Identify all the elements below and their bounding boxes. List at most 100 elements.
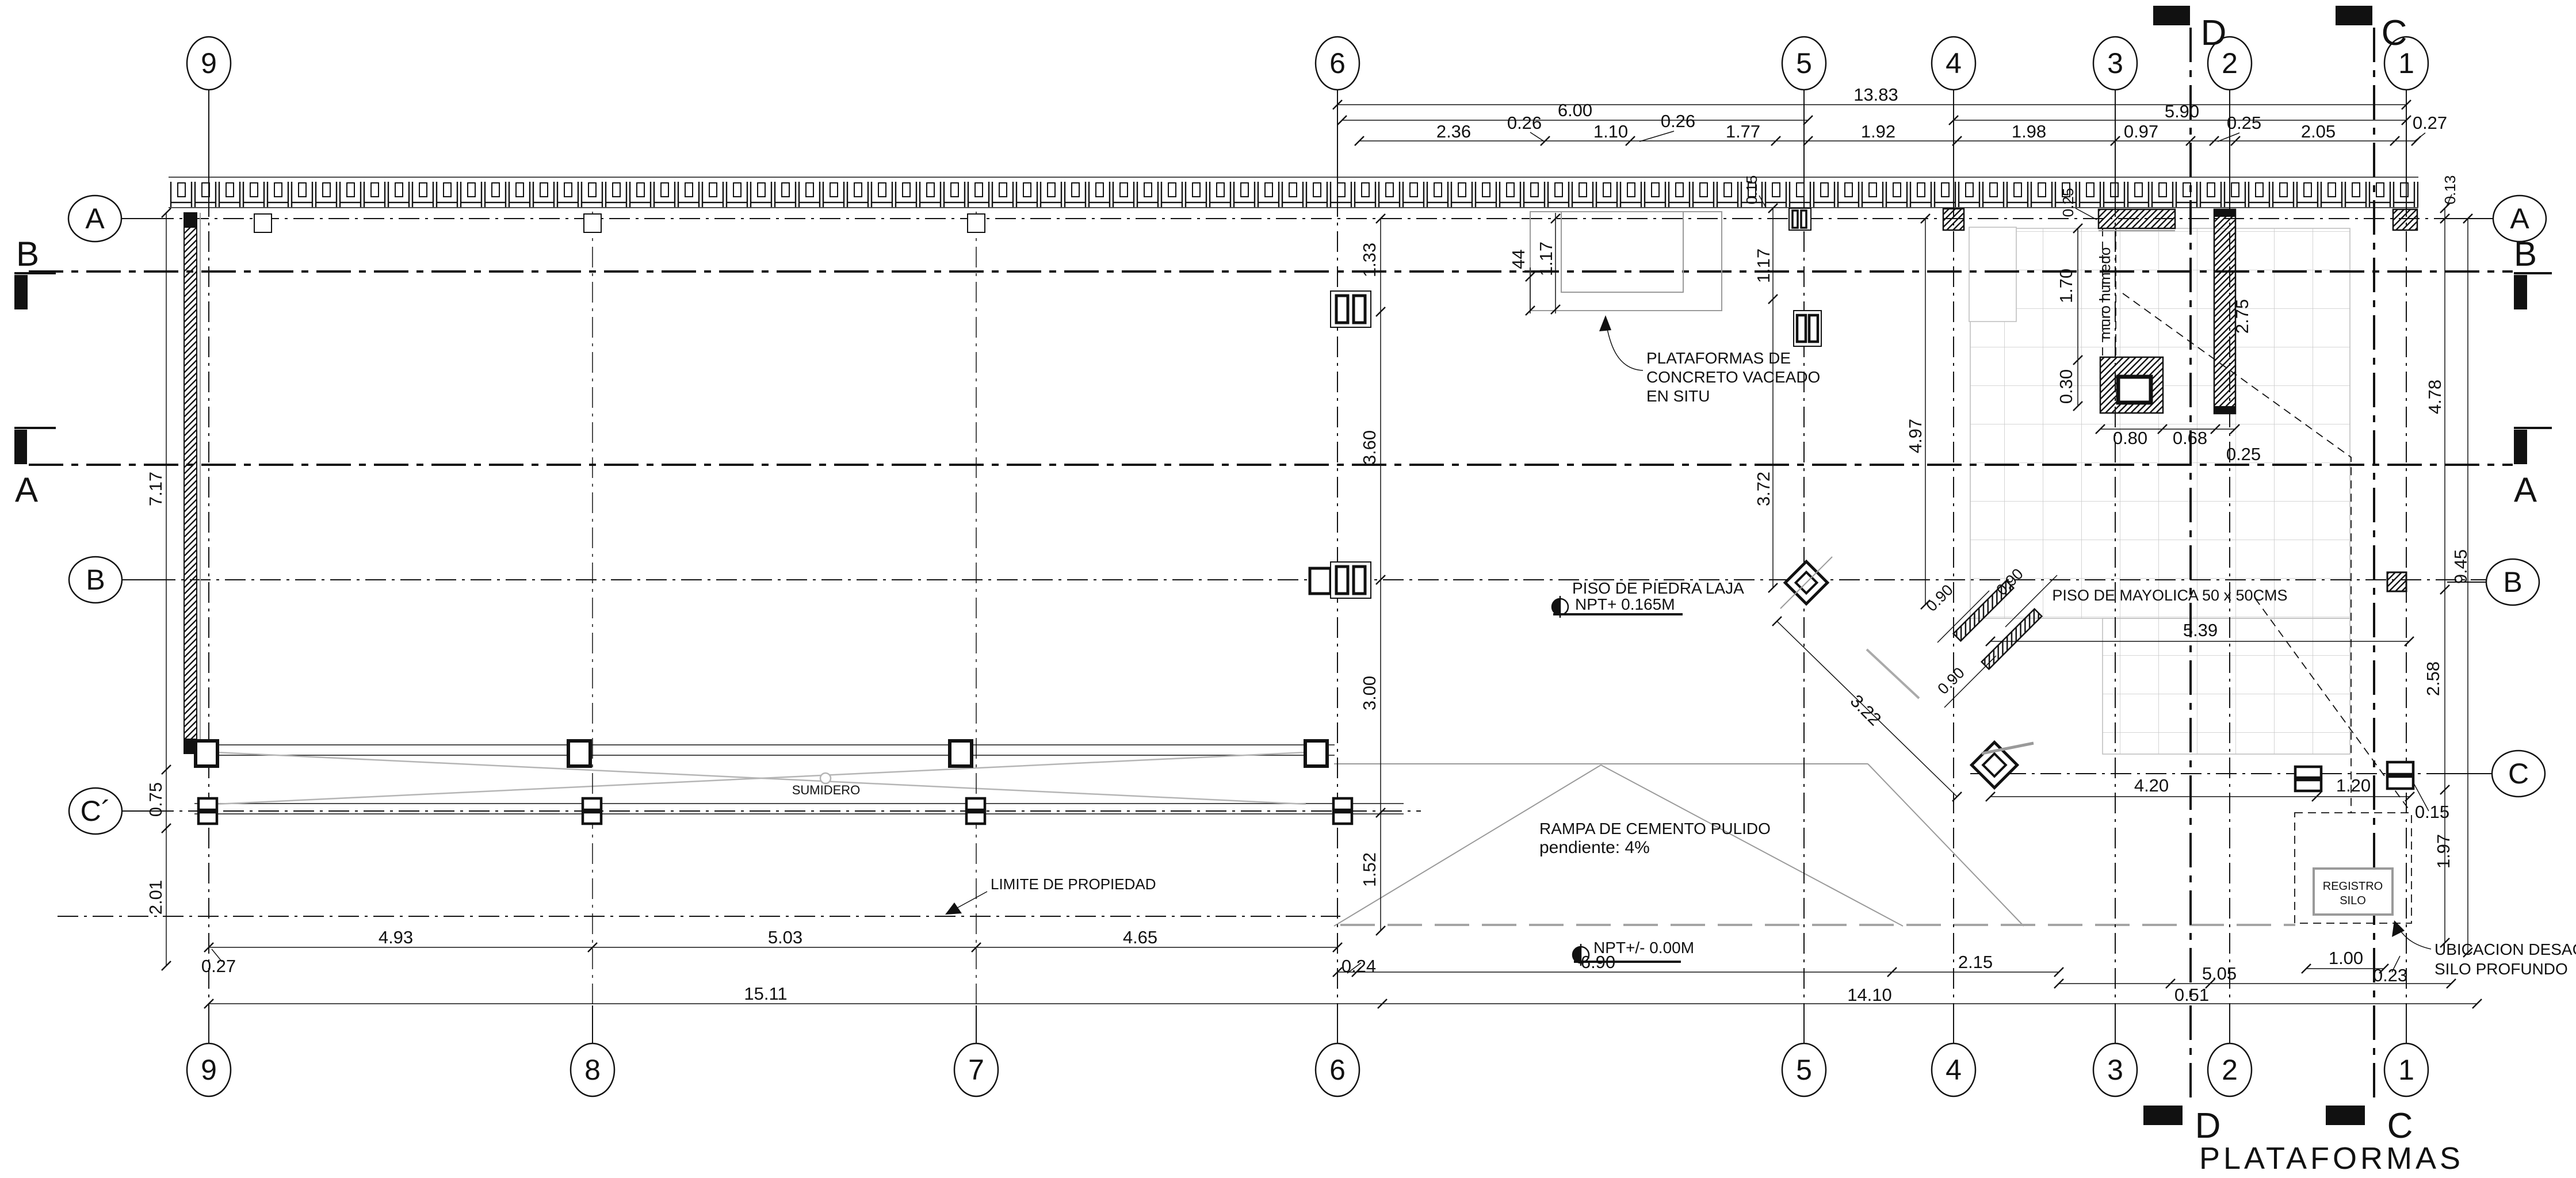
grid-bubble-left-A: A	[67, 194, 168, 243]
dim-label-45: 1.97	[2433, 834, 2453, 869]
dim-label-20: 1.33	[1359, 243, 1379, 277]
section-flag-b-left	[14, 272, 56, 309]
svg-text:2: 2	[2222, 47, 2238, 79]
dim-label-18: 0.75	[146, 782, 166, 817]
dim-label-56: 2.15	[1958, 952, 1993, 972]
dim-label-40: 0.90	[1934, 664, 1967, 697]
svg-text:6: 6	[1329, 47, 1346, 79]
section-flags	[14, 6, 2552, 1125]
level-marker-piedra-laja	[1551, 596, 1683, 618]
svg-text:5: 5	[1796, 1054, 1812, 1086]
dim-label-41: 3.22	[1847, 691, 1885, 729]
dim-label-26: 1.17	[1753, 248, 1774, 283]
annotation-piso-mayolica: PISO DE MAYOLICA 50 x 50CMS	[2052, 587, 2287, 604]
dim-label-49: 4.93	[379, 927, 413, 947]
dim-label-57: 14.10	[1847, 985, 1892, 1005]
annotation-muro-humedo: muro humedo	[2096, 247, 2113, 339]
walls-columns	[184, 208, 2418, 825]
svg-text:1: 1	[2398, 47, 2414, 79]
svg-text:9: 9	[201, 47, 217, 79]
dim-label-12: 2.05	[2301, 121, 2336, 141]
dim-label-22: 3.00	[1359, 676, 1379, 710]
svg-text:3: 3	[2107, 1054, 2123, 1086]
column-with-hole	[2099, 356, 2164, 414]
grid-bubble-bottom-8: 8	[570, 1005, 616, 1097]
section-flag-c-bottom	[2326, 1106, 2365, 1125]
section-letter-a-left: A	[15, 471, 38, 509]
column-5-band	[1788, 208, 1811, 231]
diagonal-step-1	[1952, 579, 2015, 642]
column-1-b	[2386, 571, 2407, 592]
registro-silo-1: REGISTRO	[2323, 880, 2383, 893]
dim-label-13: 0.27	[2413, 113, 2447, 133]
paired-columns-c	[2294, 760, 2415, 793]
section-flag-d-bottom	[2143, 1106, 2183, 1125]
annotation-plataformas-2: CONCRETO VACEADO	[1646, 368, 1820, 386]
grid-bubble-right-C: C	[2447, 749, 2546, 798]
dim-label-42: 4.20	[2134, 775, 2169, 795]
level-npt-000: NPT+/- 0.00M	[1593, 939, 1694, 957]
svg-text:B: B	[2503, 566, 2522, 598]
svg-text:1: 1	[2398, 1054, 2414, 1086]
dim-label-2: 5.90	[2165, 101, 2199, 121]
annotation-ubicacion-1: UBICACION DESAGUE	[2434, 940, 2576, 958]
svg-text:4: 4	[1946, 47, 1962, 79]
grid-bubble-bottom-5: 5	[1781, 1005, 1827, 1097]
svg-text:7: 7	[968, 1054, 984, 1086]
section-flag-d-top	[2153, 6, 2190, 25]
dim-label-4: 2.36	[1436, 121, 1471, 141]
dim-label-16: 0.13	[2441, 175, 2459, 205]
grid-bubble-bottom-9: 9	[186, 1005, 232, 1097]
dim-label-15: 0.25	[2059, 188, 2077, 217]
ramp-outline	[1333, 648, 2024, 927]
grid-bubble-top-4: 4	[1931, 36, 1977, 208]
dim-label-44: 0.15	[2415, 802, 2449, 822]
left-wall	[184, 212, 201, 754]
svg-text:B: B	[86, 564, 105, 596]
annotation-ubicacion-2: SILO PROFUNDO	[2434, 960, 2568, 978]
dim-label-38: 0.90	[1923, 581, 1956, 614]
dimension-lines	[166, 104, 2477, 1004]
beam-row	[194, 744, 1404, 814]
grid-bubble-left-B: B	[68, 556, 168, 604]
section-letter-d-bottom: D	[2195, 1106, 2221, 1146]
section-letter-c-bottom: C	[2387, 1106, 2413, 1146]
grid-bubble-bottom-6: 6	[1314, 1005, 1360, 1097]
grid-bubble-top-6: 6	[1314, 36, 1360, 208]
annotation-limite: LIMITE DE PROPIEDAD	[991, 875, 1156, 893]
registro-silo-2: SILO	[2340, 894, 2366, 907]
annotation-plataformas-3: EN SITU	[1646, 387, 1710, 405]
dim-label-19: 2.01	[146, 880, 166, 915]
top-wall-band	[169, 177, 2418, 208]
dim-label-34: 0.68	[2173, 428, 2207, 448]
dim-label-21: 3.60	[1359, 430, 1379, 465]
svg-text:4: 4	[1946, 1054, 1962, 1086]
dim-label-60: 1.00	[2329, 948, 2363, 968]
annotation-rampa-2: pendiente: 4%	[1539, 838, 1650, 857]
grid-bubble-bottom-3: 3	[2092, 1005, 2138, 1097]
section-letter-d-top: D	[2201, 13, 2227, 53]
dim-label-5: 1.10	[1593, 121, 1628, 141]
paired-columns-cprime	[197, 797, 1354, 825]
annotation-piso-piedra: PISO DE PIEDRA LAJA	[1572, 579, 1744, 597]
svg-text:8: 8	[584, 1054, 601, 1086]
dim-label-0: 13.83	[1853, 85, 1898, 105]
grid-bubble-top-3: 3	[2092, 36, 2138, 208]
dim-label-37: 5.39	[2183, 620, 2218, 640]
grid-bubble-bottom-7: 7	[953, 1005, 999, 1097]
dim-label-53: 15.11	[744, 984, 787, 1004]
dim-label-52: 0.27	[201, 956, 236, 976]
dim-label-8: 1.92	[1861, 121, 1895, 141]
dim-label-55: 6.90	[1581, 952, 1615, 972]
dim-label-29: 1.70	[2056, 269, 2076, 303]
grid-bubble-right-B: B	[2447, 558, 2540, 606]
dim-label-25: 1.17	[1536, 242, 1556, 276]
drawing-title: PLATAFORMAS	[2199, 1141, 2464, 1176]
dim-label-59: 0.51	[2174, 985, 2209, 1005]
level-npt-0165: NPT+ 0.165M	[1575, 595, 1675, 613]
dim-label-7: 1.77	[1726, 121, 1760, 141]
concrete-platform	[1530, 211, 1722, 311]
section-flag-b-right	[2514, 272, 2552, 309]
